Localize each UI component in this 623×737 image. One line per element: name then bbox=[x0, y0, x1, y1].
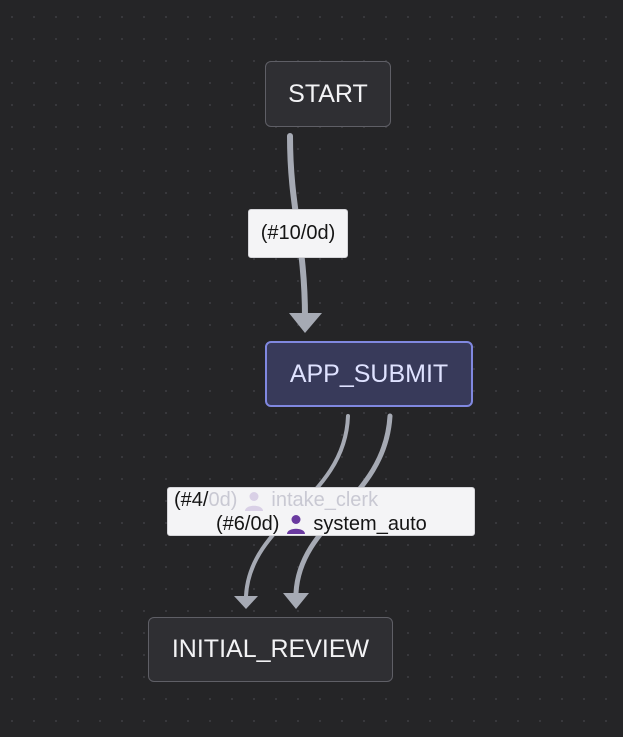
edge-label-app-to-review-1[interactable]: (#4/0d) intake_clerk bbox=[167, 487, 475, 536]
edge-label-start-to-app[interactable]: (#10/0d) bbox=[248, 209, 348, 258]
node-start-label: START bbox=[288, 79, 368, 108]
edge-start-to-app-arrowhead bbox=[289, 313, 322, 333]
node-app-submit-label: APP_SUBMIT bbox=[289, 359, 449, 388]
edge-label-app-to-review-2[interactable]: (#6/0d) system_auto bbox=[210, 512, 475, 536]
edge-label-days: 0d) bbox=[208, 489, 238, 511]
edge-label-actor: intake_clerk bbox=[271, 489, 379, 511]
user-icon bbox=[287, 515, 306, 534]
node-initial-review-label: INITIAL_REVIEW bbox=[171, 635, 370, 663]
edge-label-text: (#10/0d) bbox=[260, 222, 336, 244]
node-initial-review[interactable]: INITIAL_REVIEW bbox=[148, 617, 393, 682]
edge-label-actor: system_auto bbox=[313, 512, 427, 535]
edge-app-to-review-2-arrowhead bbox=[283, 593, 309, 609]
edge-label-count: (#4/ bbox=[174, 489, 209, 511]
node-start[interactable]: START bbox=[265, 61, 391, 127]
user-icon bbox=[245, 491, 264, 511]
edge-label-text: (#6/0d) bbox=[216, 512, 280, 535]
edge-app-to-review-1-arrowhead bbox=[234, 596, 258, 609]
node-app-submit[interactable]: APP_SUBMIT bbox=[265, 341, 473, 407]
